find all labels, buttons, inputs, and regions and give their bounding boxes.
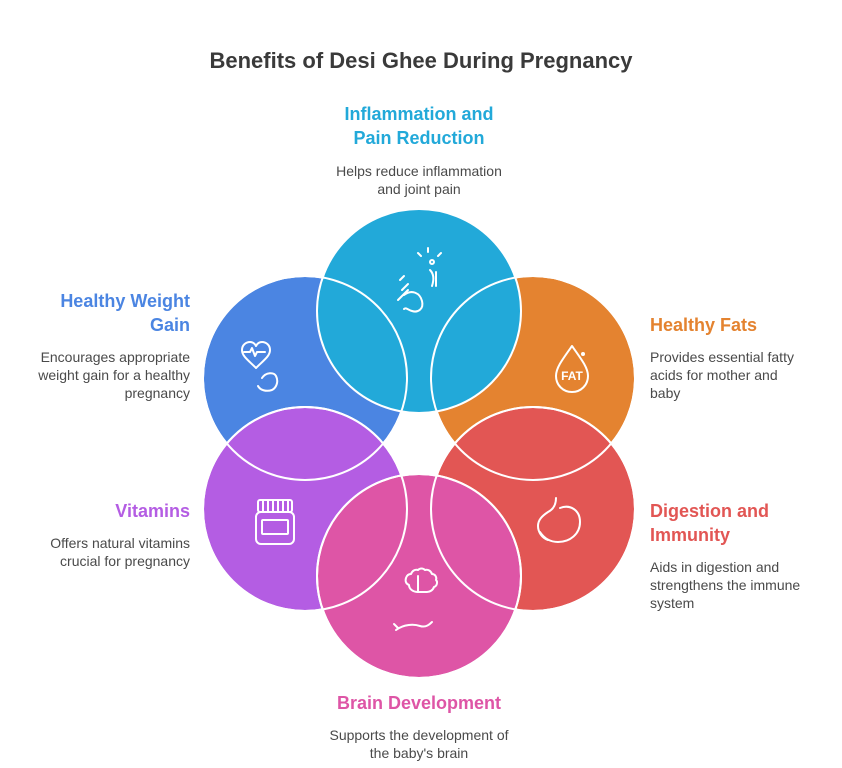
vitamin-jar-icon <box>255 499 295 545</box>
healthy-fats-heading: Healthy Fats <box>650 315 758 335</box>
inflammation-joint-icon <box>397 247 442 313</box>
vitamins-description: Offers natural vitamins crucial for preg… <box>50 535 190 569</box>
heart-muscle-icon <box>241 341 279 392</box>
page-title: Benefits of Desi Ghee During Pregnancy <box>209 48 633 73</box>
vitamins-heading: Vitamins <box>115 501 190 521</box>
inflammation-heading: Inflammation and Pain Reduction <box>344 104 494 148</box>
fat-icon-label: FAT <box>561 369 583 383</box>
overlap-outlines <box>202 275 636 679</box>
fat-drop-icon: FAT <box>555 345 589 393</box>
circles <box>202 208 636 679</box>
digestion-immunity-heading: Digestion and Immunity <box>650 501 770 545</box>
brain-development-description: Supports the development of the baby's b… <box>329 727 509 761</box>
healthy-weight-gain-description: Encourages appropriate weight gain for a… <box>38 349 190 401</box>
inflammation-description: Helps reduce inflammation and joint pain <box>336 163 502 197</box>
healthy-weight-gain-heading: Healthy Weight Gain <box>60 291 190 335</box>
digestion-immunity-description: Aids in digestion and strengthens the im… <box>650 559 801 611</box>
brain-development-heading: Brain Development <box>336 693 502 713</box>
brain-hand-icon <box>393 567 439 631</box>
healthy-fats-description: Provides essential fatty acids for mothe… <box>650 349 794 401</box>
stomach-icon <box>537 497 581 543</box>
